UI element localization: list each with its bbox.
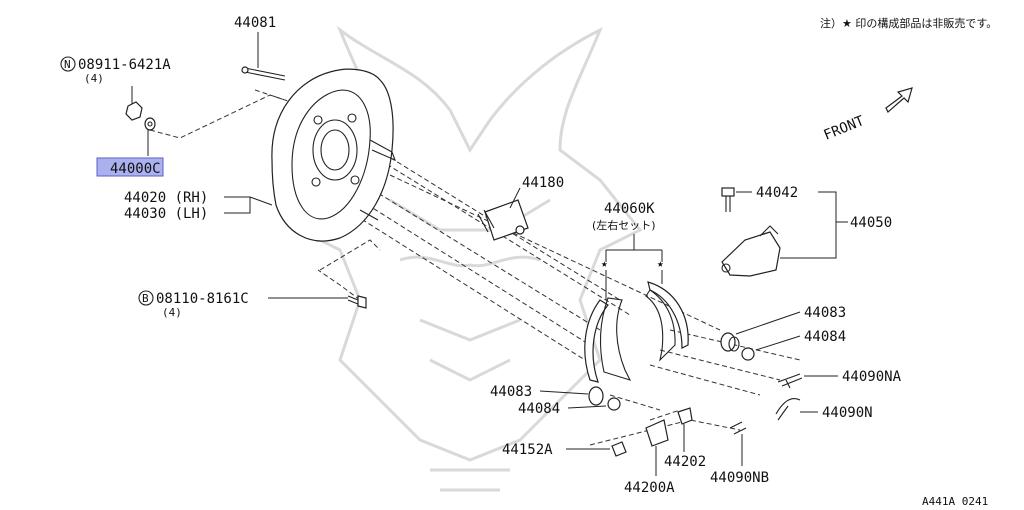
svg-text:44084: 44084 (518, 401, 560, 417)
leader-44084-right (755, 335, 801, 351)
star-mark-left: ★ (601, 257, 608, 270)
n-circle-icon (60, 56, 76, 72)
label-44083-right[interactable]: 44083 (804, 305, 846, 321)
b-circle-icon (138, 290, 154, 306)
svg-text:44200A: 44200A (624, 480, 675, 496)
label-08110-8161c[interactable]: 08110-8161C (156, 291, 249, 307)
label-44060k[interactable]: 44060K (604, 201, 655, 217)
label-44180[interactable]: 44180 (522, 175, 564, 191)
label-44090na[interactable]: 44090NA (842, 369, 902, 385)
note-text: 注）★ 印の構成部品は非販売です。 (820, 16, 997, 30)
highlight-box (96, 157, 164, 177)
label-44200a[interactable]: 44200A (624, 480, 675, 496)
part-44081-stud (241, 66, 286, 81)
qty-08110: (4) (162, 306, 182, 319)
label-44042[interactable]: 44042 (756, 185, 798, 201)
svg-text:44202: 44202 (664, 454, 706, 470)
leader-44050 (780, 191, 848, 259)
b-prefix: B (142, 292, 149, 305)
qty-08911: (4) (84, 72, 104, 85)
label-44202[interactable]: 44202 (664, 454, 706, 470)
svg-text:44090NA: 44090NA (842, 369, 902, 385)
leader-44060k (605, 234, 663, 262)
part-springs-pins (588, 332, 803, 457)
part-brake-shoes (584, 281, 689, 383)
label-08911-6421a[interactable]: 08911-6421A (78, 57, 171, 73)
svg-text:44042: 44042 (756, 185, 798, 201)
part-08110-bolt (347, 295, 367, 309)
label-44083-left[interactable]: 44083 (490, 384, 532, 400)
label-44090n[interactable]: 44090N (822, 405, 873, 421)
star-mark-right: ★ (657, 257, 664, 270)
label-44081[interactable]: 44081 (234, 15, 276, 31)
leader-44084-left (567, 405, 607, 409)
label-44030-lh[interactable]: 44030 (LH) (124, 206, 208, 222)
leader-44083-right (735, 311, 801, 335)
svg-text:44090N: 44090N (822, 405, 873, 421)
label-44050[interactable]: 44050 (850, 215, 892, 231)
svg-text:44083: 44083 (490, 384, 532, 400)
part-backing-plate (271, 68, 396, 242)
label-44020-rh[interactable]: 44020 (RH) (124, 190, 208, 206)
svg-text:44090NB: 44090NB (710, 470, 769, 486)
front-label: FRONT (822, 113, 868, 144)
label-44084-left[interactable]: 44084 (518, 401, 560, 417)
leader-44083-left (539, 390, 589, 395)
label-44000c[interactable]: 44000C (110, 161, 161, 177)
svg-text:08110-8161C: 08110-8161C (156, 291, 249, 307)
n-prefix: N (64, 58, 71, 71)
svg-text:44020 (RH): 44020 (RH) (124, 190, 208, 206)
svg-text:44180: 44180 (522, 175, 564, 191)
label-44060k-sub: (左右セット) (592, 218, 656, 232)
front-arrow-icon (885, 87, 913, 113)
svg-text:44000C: 44000C (110, 161, 161, 177)
svg-text:44050: 44050 (850, 215, 892, 231)
leader-44020 (224, 196, 273, 214)
leader-44180 (509, 187, 521, 209)
part-nut-washer (125, 101, 156, 131)
label-44090nb[interactable]: 44090NB (710, 470, 769, 486)
part-44042-bolt (721, 187, 735, 212)
part-44180-cylinder (477, 199, 529, 241)
svg-text:44083: 44083 (804, 305, 846, 321)
part-44050-lever (721, 225, 781, 277)
svg-text:44030 (LH): 44030 (LH) (124, 206, 208, 222)
svg-text:44152A: 44152A (502, 442, 553, 458)
svg-text:44060K: 44060K (604, 201, 655, 217)
figure-code: A441A 0241 (922, 495, 988, 508)
label-44152a[interactable]: 44152A (502, 442, 553, 458)
label-44084-right[interactable]: 44084 (804, 329, 846, 345)
svg-text:08911-6421A: 08911-6421A (78, 57, 171, 73)
svg-text:44084: 44084 (804, 329, 846, 345)
svg-text:44081: 44081 (234, 15, 276, 31)
